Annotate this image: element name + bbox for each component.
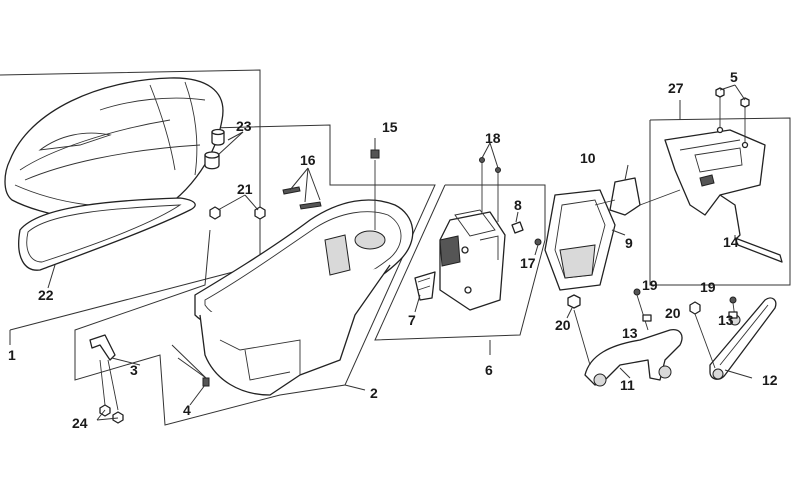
- storage-box: [194, 199, 414, 396]
- screws-16: [282, 167, 322, 210]
- label-20a: 20: [555, 317, 571, 333]
- label-23: 23: [236, 118, 252, 134]
- battery-holder-group-frame: [374, 184, 546, 355]
- label-10: 10: [580, 150, 596, 166]
- label-15: 15: [382, 119, 398, 135]
- rubber-bumpers: [204, 128, 225, 170]
- label-16: 16: [300, 152, 316, 168]
- label-3: 3: [130, 362, 138, 378]
- label-4: 4: [183, 402, 191, 418]
- nuts-21: [209, 194, 266, 220]
- label-27: 27: [668, 80, 684, 96]
- label-21: 21: [237, 181, 253, 197]
- connector-10: [594, 177, 681, 216]
- label-11: 11: [620, 377, 635, 393]
- fasteners-13-19-20: [567, 288, 738, 369]
- pin-8: [511, 221, 524, 234]
- screw-4: [171, 344, 210, 387]
- label-8: 8: [514, 197, 522, 213]
- bolts-5: [715, 87, 750, 142]
- label-19a: 19: [642, 277, 658, 293]
- label-20b: 20: [665, 305, 681, 321]
- label-6: 6: [485, 362, 493, 378]
- cover-9: [544, 189, 616, 291]
- label-7: 7: [408, 312, 416, 328]
- bracket-3: [89, 334, 119, 411]
- part-labels: 1 2 3 4 5 6 7 8 9 10 11 12 13 13 14 15 1…: [8, 69, 778, 431]
- bolt-15: [370, 149, 380, 230]
- label-13a: 13: [622, 325, 638, 341]
- label-18: 18: [485, 130, 501, 146]
- seat: [4, 77, 224, 222]
- label-2: 2: [370, 385, 378, 401]
- label-22: 22: [38, 287, 54, 303]
- seat-group-frame: [0, 69, 261, 345]
- label-1: 1: [8, 347, 16, 363]
- label-13b: 13: [718, 312, 734, 328]
- nuts-24: [99, 404, 124, 424]
- label-19b: 19: [700, 279, 716, 295]
- label-12: 12: [762, 372, 778, 388]
- grab-rail-11: [584, 329, 683, 387]
- label-14: 14: [723, 234, 739, 250]
- label-9: 9: [625, 235, 633, 251]
- pad-7: [414, 271, 436, 301]
- label-24: 24: [72, 415, 88, 431]
- ecu-assembly: [664, 126, 783, 263]
- leader-lines: [47, 84, 753, 421]
- battery-holder: [439, 209, 506, 311]
- grab-rail-12: [709, 297, 777, 380]
- label-5: 5: [730, 69, 738, 85]
- bolt-17: [534, 238, 542, 246]
- seat-gasket: [18, 197, 196, 271]
- label-17: 17: [520, 255, 536, 271]
- screws-18: [479, 157, 501, 222]
- storage-box-group-frame: [74, 124, 436, 426]
- ecu-group-frame: [649, 100, 791, 286]
